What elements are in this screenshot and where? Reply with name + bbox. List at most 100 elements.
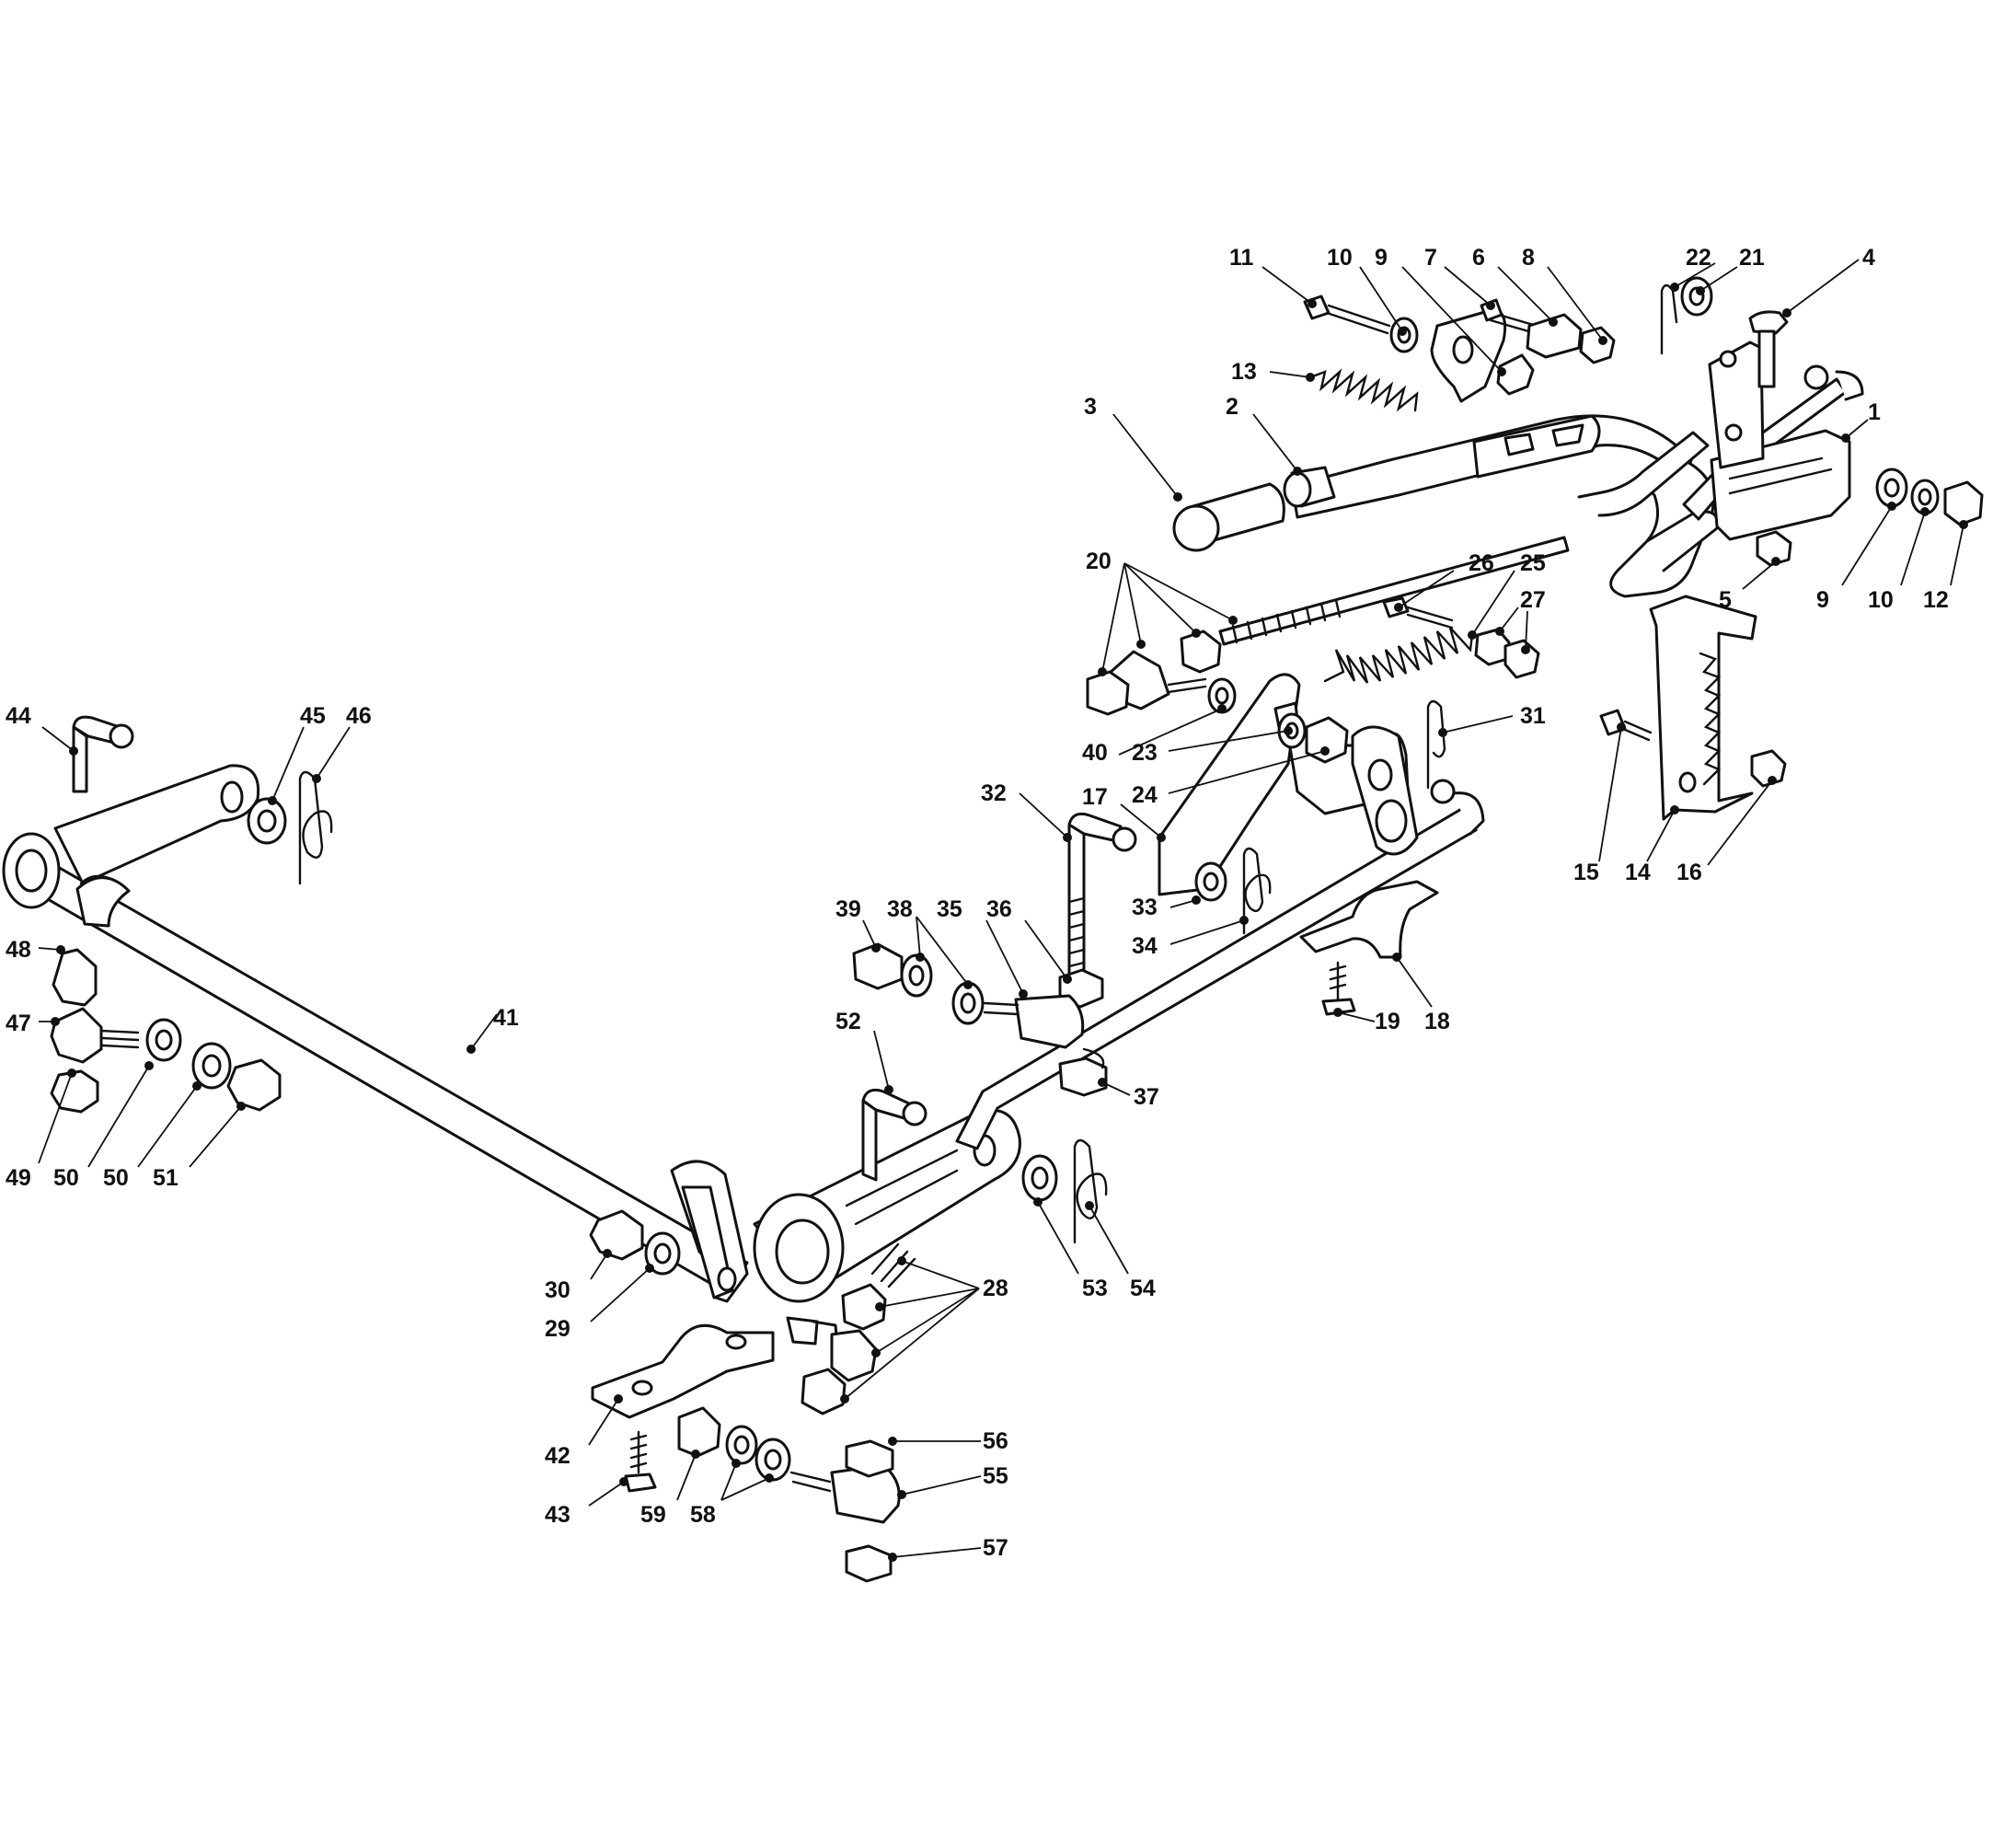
pin-52 [861, 1088, 927, 1182]
washer-21 [1680, 276, 1713, 317]
nut-16 [1750, 749, 1787, 788]
callout-13: 13 [1231, 359, 1315, 385]
svg-text:39: 39 [835, 896, 861, 922]
svg-text:45: 45 [300, 703, 326, 729]
bolt-43 [624, 1430, 657, 1493]
callout-50b: 50 [103, 1081, 202, 1191]
ratchet-plate-14 [1649, 595, 1757, 821]
callout-34: 34 [1132, 916, 1249, 959]
callout-26: 26 [1394, 550, 1494, 612]
svg-text:29: 29 [545, 1316, 570, 1342]
callout-52: 52 [835, 1009, 893, 1094]
washer-53 [1021, 1154, 1058, 1202]
svg-text:48: 48 [6, 937, 31, 963]
pivot-28 [786, 1242, 916, 1415]
left-hardware [50, 948, 282, 1114]
svg-text:8: 8 [1522, 245, 1535, 271]
svg-text:21: 21 [1739, 245, 1765, 271]
washer-45 [247, 797, 287, 845]
spring-clip-46 [298, 770, 333, 885]
svg-text:16: 16 [1676, 860, 1702, 885]
callout-14: 14 [1625, 805, 1679, 885]
callout-41: 41 [467, 1005, 519, 1054]
bolt-26 [1382, 596, 1454, 629]
callout-9b: 9 [1816, 502, 1896, 613]
washer-29 [644, 1231, 681, 1276]
callout-10a: 10 [1327, 245, 1407, 336]
nut-49 [50, 1069, 99, 1114]
callout-39: 39 [835, 896, 881, 953]
upper-bracket-9 [1430, 307, 1535, 403]
nut-30 [589, 1209, 644, 1261]
callout-38: 38 [887, 896, 973, 989]
spring-clip-31 [1426, 699, 1446, 790]
nut-5 [1756, 530, 1792, 567]
svg-text:36: 36 [986, 896, 1012, 922]
svg-text:32: 32 [981, 780, 1007, 806]
callout-48: 48 [6, 937, 65, 963]
callout-47: 47 [6, 1011, 60, 1036]
svg-text:44: 44 [6, 703, 31, 729]
svg-text:37: 37 [1134, 1084, 1159, 1110]
callout-59: 59 [640, 1450, 700, 1528]
svg-text:33: 33 [1132, 895, 1158, 920]
bolt-19 [1321, 961, 1356, 1016]
svg-text:1: 1 [1868, 399, 1881, 425]
callout-30: 30 [545, 1249, 612, 1303]
washers-38 [900, 953, 985, 1025]
svg-text:40: 40 [1082, 740, 1108, 766]
callout-25: 25 [1468, 550, 1546, 640]
callout-22: 22 [1670, 245, 1716, 292]
svg-text:47: 47 [6, 1011, 31, 1036]
svg-text:43: 43 [545, 1502, 570, 1528]
svg-text:4: 4 [1862, 245, 1875, 271]
svg-text:14: 14 [1625, 860, 1651, 885]
lever-plate-lower [1472, 414, 1601, 479]
svg-text:11: 11 [1229, 245, 1254, 271]
callout-3: 3 [1084, 394, 1182, 502]
cross-shaft [2, 832, 749, 1296]
svg-text:58: 58 [690, 1502, 716, 1528]
callout-6: 6 [1472, 245, 1558, 327]
callout-23: 23 [1132, 726, 1293, 766]
svg-text:26: 26 [1469, 550, 1494, 576]
link-rod [955, 779, 1485, 1150]
callout-4: 4 [1782, 245, 1875, 318]
svg-text:5: 5 [1719, 587, 1732, 613]
callout-20: 20 [1086, 549, 1238, 676]
svg-text:50: 50 [103, 1165, 129, 1191]
svg-text:34: 34 [1132, 933, 1158, 959]
callout-10b: 10 [1868, 507, 1930, 613]
callout-33: 33 [1132, 895, 1201, 920]
callout-21: 21 [1696, 245, 1765, 295]
lower-pivot-assembly [670, 1108, 1021, 1303]
threaded-rod-20 [1086, 536, 1570, 716]
svg-text:7: 7 [1424, 245, 1437, 271]
swivel-36-37 [983, 968, 1108, 1097]
callout-32: 32 [981, 780, 1072, 842]
callout-43: 43 [545, 1477, 628, 1528]
callout-16: 16 [1676, 776, 1777, 885]
spring-clip-54 [1073, 1138, 1108, 1244]
svg-text:51: 51 [153, 1165, 179, 1191]
nut-56 [845, 1439, 894, 1478]
svg-text:15: 15 [1573, 860, 1599, 885]
spring-25 [1323, 627, 1474, 684]
left-lever-arm [53, 764, 260, 928]
callout-56: 56 [888, 1428, 1008, 1454]
callout-40: 40 [1082, 704, 1227, 766]
callout-labels: 1 2 3 4 5 6 7 [6, 245, 1968, 1562]
callout-12: 12 [1923, 520, 1968, 613]
svg-text:49: 49 [6, 1165, 31, 1191]
callout-50a: 50 [53, 1061, 154, 1191]
callout-28: 28 [840, 1256, 1008, 1403]
callout-24: 24 [1132, 746, 1330, 808]
callout-1: 1 [1841, 399, 1881, 443]
svg-text:12: 12 [1923, 587, 1949, 613]
svg-text:50: 50 [53, 1165, 79, 1191]
nuts-27 [1474, 628, 1540, 679]
bolt-11 [1303, 295, 1391, 335]
callout-5: 5 [1719, 557, 1780, 613]
